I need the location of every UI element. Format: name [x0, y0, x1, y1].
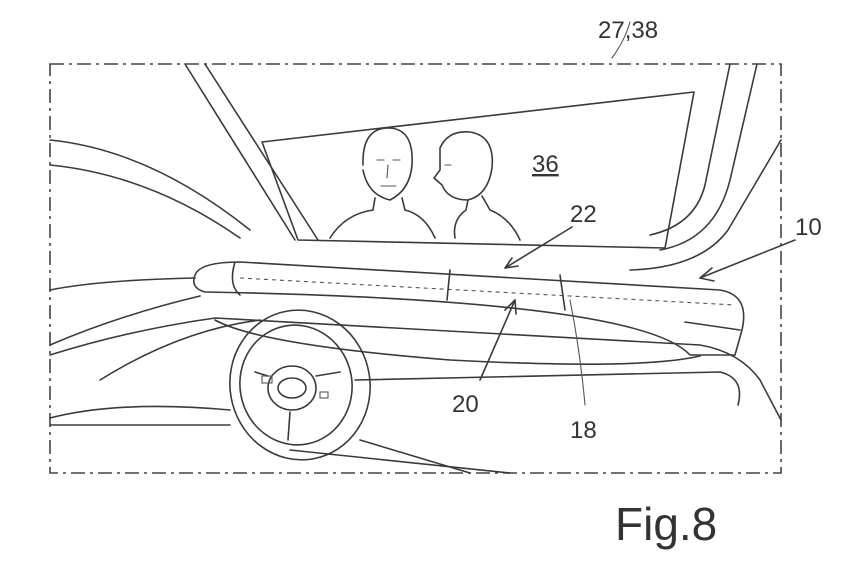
windshield-frame [184, 63, 782, 271]
leader-lines [479, 21, 796, 406]
person-side-view [433, 131, 494, 201]
label-dash-display: 10 [795, 214, 822, 241]
windshield-screen [261, 91, 695, 249]
person-front-view [362, 127, 413, 201]
figure-caption: Fig.8 [615, 498, 717, 550]
side-window [49, 139, 251, 239]
dashboard-display [192, 261, 745, 356]
frame-boundary [49, 63, 782, 474]
label-lower-band: 20 [452, 391, 479, 418]
label-frame: 27,38 [598, 17, 658, 44]
label-screen: 36 [532, 151, 559, 178]
dashboard-body [49, 277, 782, 474]
steering-wheel [229, 309, 371, 461]
label-divider: 18 [570, 417, 597, 444]
label-upper-band: 22 [570, 201, 597, 228]
